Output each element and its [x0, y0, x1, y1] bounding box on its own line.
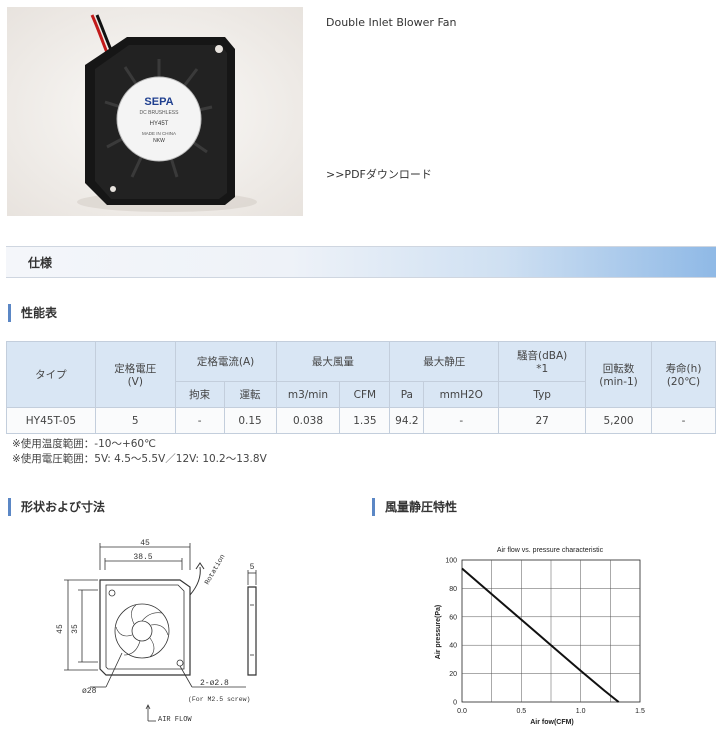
cell-speed: 5,200: [585, 407, 652, 434]
th-voltage: 定格電圧 (V): [94, 341, 176, 408]
chart-ytick: 40: [449, 643, 457, 650]
dim-holes: 2-ø2.8: [200, 679, 229, 688]
dim-5: 5: [250, 563, 255, 572]
spec-section-title: 仕様: [28, 256, 53, 270]
cell-mmh2o: -: [423, 407, 500, 434]
chart-ylabel: Air pressure(Pa): [435, 605, 442, 659]
dimension-drawing: 45 38.5 45 35 5 ø28 2-ø2.8 (For M2.5 scr…: [56, 539, 257, 724]
th-current-lock: 拘束: [174, 381, 225, 408]
cell-cfm: 1.35: [339, 407, 391, 434]
characteristics-heading: 風量静圧特性: [372, 498, 457, 516]
airflow-pressure-chart: Air flow vs. pressure characteristic Air…: [435, 547, 645, 726]
pdf-download-link[interactable]: >>PDFダウンロード: [326, 168, 432, 181]
chart-xtick: 0.5: [516, 708, 526, 715]
chart-xlabel: Air fow(CFM): [530, 719, 574, 726]
cell-m3: 0.038: [275, 407, 341, 434]
chart-xtick: 1.0: [576, 708, 586, 715]
cell-run: 0.15: [223, 407, 277, 434]
chart-ytick: 80: [449, 586, 457, 593]
cell-voltage: 5: [94, 407, 176, 434]
chart-ytick: 0: [453, 700, 457, 707]
chart-xtick: 1.5: [635, 708, 645, 715]
th-current-run: 運転: [223, 381, 277, 408]
dim-screw: (For M2.5 screw): [188, 696, 250, 703]
note-voltage: ※使用電圧範囲：5V: 4.5～5.5V／12V: 10.2～13.8V: [12, 453, 267, 465]
dim-35: 35: [71, 624, 80, 634]
th-airflow: 最大風量: [275, 341, 391, 382]
rotation-label: Rotation: [204, 553, 228, 586]
cell-pa: 94.2: [389, 407, 425, 434]
dim-38-5: 38.5: [133, 553, 152, 562]
th-current: 定格電流(A): [174, 341, 277, 382]
dimensions-heading: 形状および寸法: [8, 498, 105, 516]
table-row: HY45T-05 5 - 0.15 0.038 1.35 94.2 - 27 5…: [6, 407, 717, 434]
th-speed: 回転数 (min-1): [585, 341, 652, 408]
th-airflow-cfm: CFM: [339, 381, 391, 408]
photo-model: HY45T: [150, 121, 169, 127]
th-life: 寿命(h) (20℃): [650, 341, 717, 408]
photo-brand: SEPA: [144, 96, 173, 108]
cell-type: HY45T-05: [6, 407, 96, 434]
chart-xtick: 0.0: [457, 708, 467, 715]
th-noise-typ: Typ: [498, 381, 587, 408]
dim-45-top: 45: [140, 539, 150, 548]
chart-ytick: 20: [449, 671, 457, 678]
product-photo: SEPA DC BRUSHLESS HY45T MADE IN CHINA NK…: [7, 7, 303, 216]
th-pressure: 最大静圧: [389, 341, 500, 382]
th-pressure-mmh2o: mmH2O: [423, 381, 500, 408]
fan-photo-graphic: SEPA DC BRUSHLESS HY45T MADE IN CHINA NK…: [7, 7, 303, 216]
th-noise: 騒音(dBA) *1: [498, 341, 587, 382]
performance-heading: 性能表: [8, 304, 57, 322]
dim-45-left: 45: [56, 624, 65, 634]
cell-lock: -: [174, 407, 225, 434]
airflow-label: AIR FLOW: [158, 716, 192, 724]
performance-table: タイプ 定格電圧 (V) 定格電流(A) 最大風量 最大静圧 騒音(dBA) *…: [6, 341, 717, 434]
photo-code: NKW: [153, 138, 165, 144]
dim-28: ø28: [82, 687, 97, 696]
th-pressure-pa: Pa: [389, 381, 425, 408]
th-airflow-m3: m3/min: [275, 381, 341, 408]
chart-title: Air flow vs. pressure characteristic: [497, 547, 604, 554]
chart-ytick: 60: [449, 614, 457, 621]
note-temperature: ※使用温度範囲：-10～+60℃: [12, 438, 156, 450]
photo-made: MADE IN CHINA: [142, 131, 176, 136]
photo-sub: DC BRUSHLESS: [140, 110, 180, 116]
cell-noise: 27: [498, 407, 587, 434]
product-name: Double Inlet Blower Fan: [326, 16, 457, 29]
cell-life: -: [650, 407, 717, 434]
spec-section-bar: 仕様: [6, 246, 716, 278]
chart-ytick: 100: [445, 558, 457, 565]
th-type: タイプ: [6, 341, 96, 408]
chart-series-line: [461, 567, 620, 703]
